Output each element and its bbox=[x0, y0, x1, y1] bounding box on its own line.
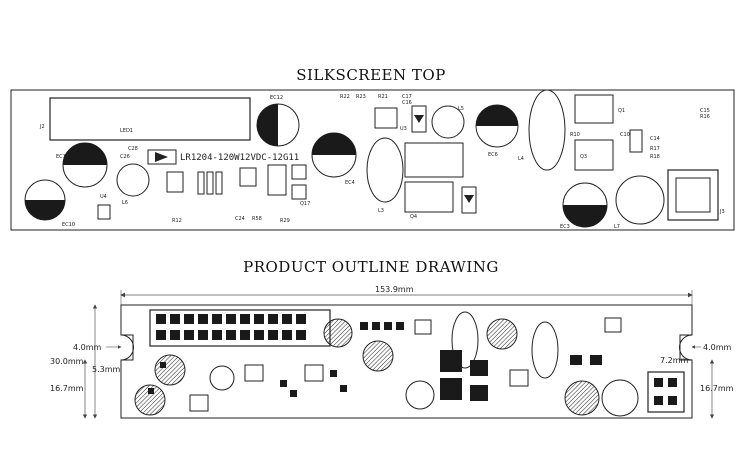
silkscreen-board: J2 EC11 EC10 LR1204-120W12VDC-12G11 EC12… bbox=[10, 89, 735, 231]
svg-text:Q1: Q1 bbox=[618, 108, 625, 114]
svg-text:C24: C24 bbox=[235, 216, 245, 222]
svg-text:L3: L3 bbox=[378, 208, 384, 214]
svg-text:J2: J2 bbox=[39, 124, 45, 130]
svg-text:R10: R10 bbox=[570, 132, 580, 138]
svg-text:C10: C10 bbox=[620, 132, 630, 138]
svg-text:C15: C15 bbox=[700, 108, 710, 114]
svg-text:C28: C28 bbox=[128, 146, 138, 152]
svg-text:C16: C16 bbox=[402, 100, 412, 106]
svg-text:R22: R22 bbox=[340, 94, 350, 100]
dim-lower-left: 16.7mm bbox=[50, 384, 84, 393]
dim-hole-left: 4.0mm bbox=[73, 343, 102, 352]
outline-heading: PRODUCT OUTLINE DRAWING bbox=[243, 258, 499, 276]
svg-text:EC3: EC3 bbox=[560, 224, 570, 230]
svg-text:U4: U4 bbox=[100, 194, 107, 200]
silkscreen-heading: SILKSCREEN TOP bbox=[296, 66, 446, 84]
dim-lower-right: 16.7mm bbox=[700, 384, 734, 393]
svg-text:R23: R23 bbox=[356, 94, 366, 100]
svg-text:C17: C17 bbox=[402, 94, 412, 100]
svg-text:Q4: Q4 bbox=[410, 214, 417, 220]
svg-text:R18: R18 bbox=[650, 154, 660, 160]
svg-text:C14: C14 bbox=[650, 136, 660, 142]
svg-text:L7: L7 bbox=[614, 224, 620, 230]
svg-text:L5: L5 bbox=[458, 106, 464, 112]
svg-text:EC10: EC10 bbox=[62, 222, 75, 228]
svg-text:J3: J3 bbox=[719, 209, 725, 215]
svg-text:Q3: Q3 bbox=[580, 154, 587, 160]
dim-hole-right: 4.0mm bbox=[703, 343, 732, 352]
svg-text:L6: L6 bbox=[122, 200, 128, 206]
svg-text:EC11: EC11 bbox=[56, 154, 69, 160]
dim-offset-left: 5.3mm bbox=[92, 365, 121, 374]
svg-text:LED1: LED1 bbox=[120, 128, 133, 134]
svg-text:R21: R21 bbox=[378, 94, 388, 100]
board-label: LR1204-120W12VDC-12G11 bbox=[180, 153, 299, 163]
svg-text:U3: U3 bbox=[400, 126, 407, 132]
svg-text:L4: L4 bbox=[518, 156, 524, 162]
svg-text:EC4: EC4 bbox=[345, 180, 355, 186]
svg-text:R16: R16 bbox=[700, 114, 710, 120]
svg-text:R12: R12 bbox=[172, 218, 182, 224]
svg-text:R17: R17 bbox=[650, 146, 660, 152]
svg-text:Q17: Q17 bbox=[300, 201, 310, 207]
svg-text:EC12: EC12 bbox=[270, 95, 283, 101]
dim-offset-right: 7.2mm bbox=[660, 356, 689, 365]
dim-width: 153.9mm bbox=[375, 285, 414, 294]
dim-height: 30.0mm bbox=[50, 357, 84, 366]
outline-board: 153.9mm bbox=[50, 285, 734, 419]
svg-text:R29: R29 bbox=[280, 218, 290, 224]
svg-text:C26: C26 bbox=[120, 154, 130, 160]
svg-text:R58: R58 bbox=[252, 216, 262, 222]
connector-j2 bbox=[49, 97, 251, 141]
svg-text:EC6: EC6 bbox=[488, 152, 498, 158]
